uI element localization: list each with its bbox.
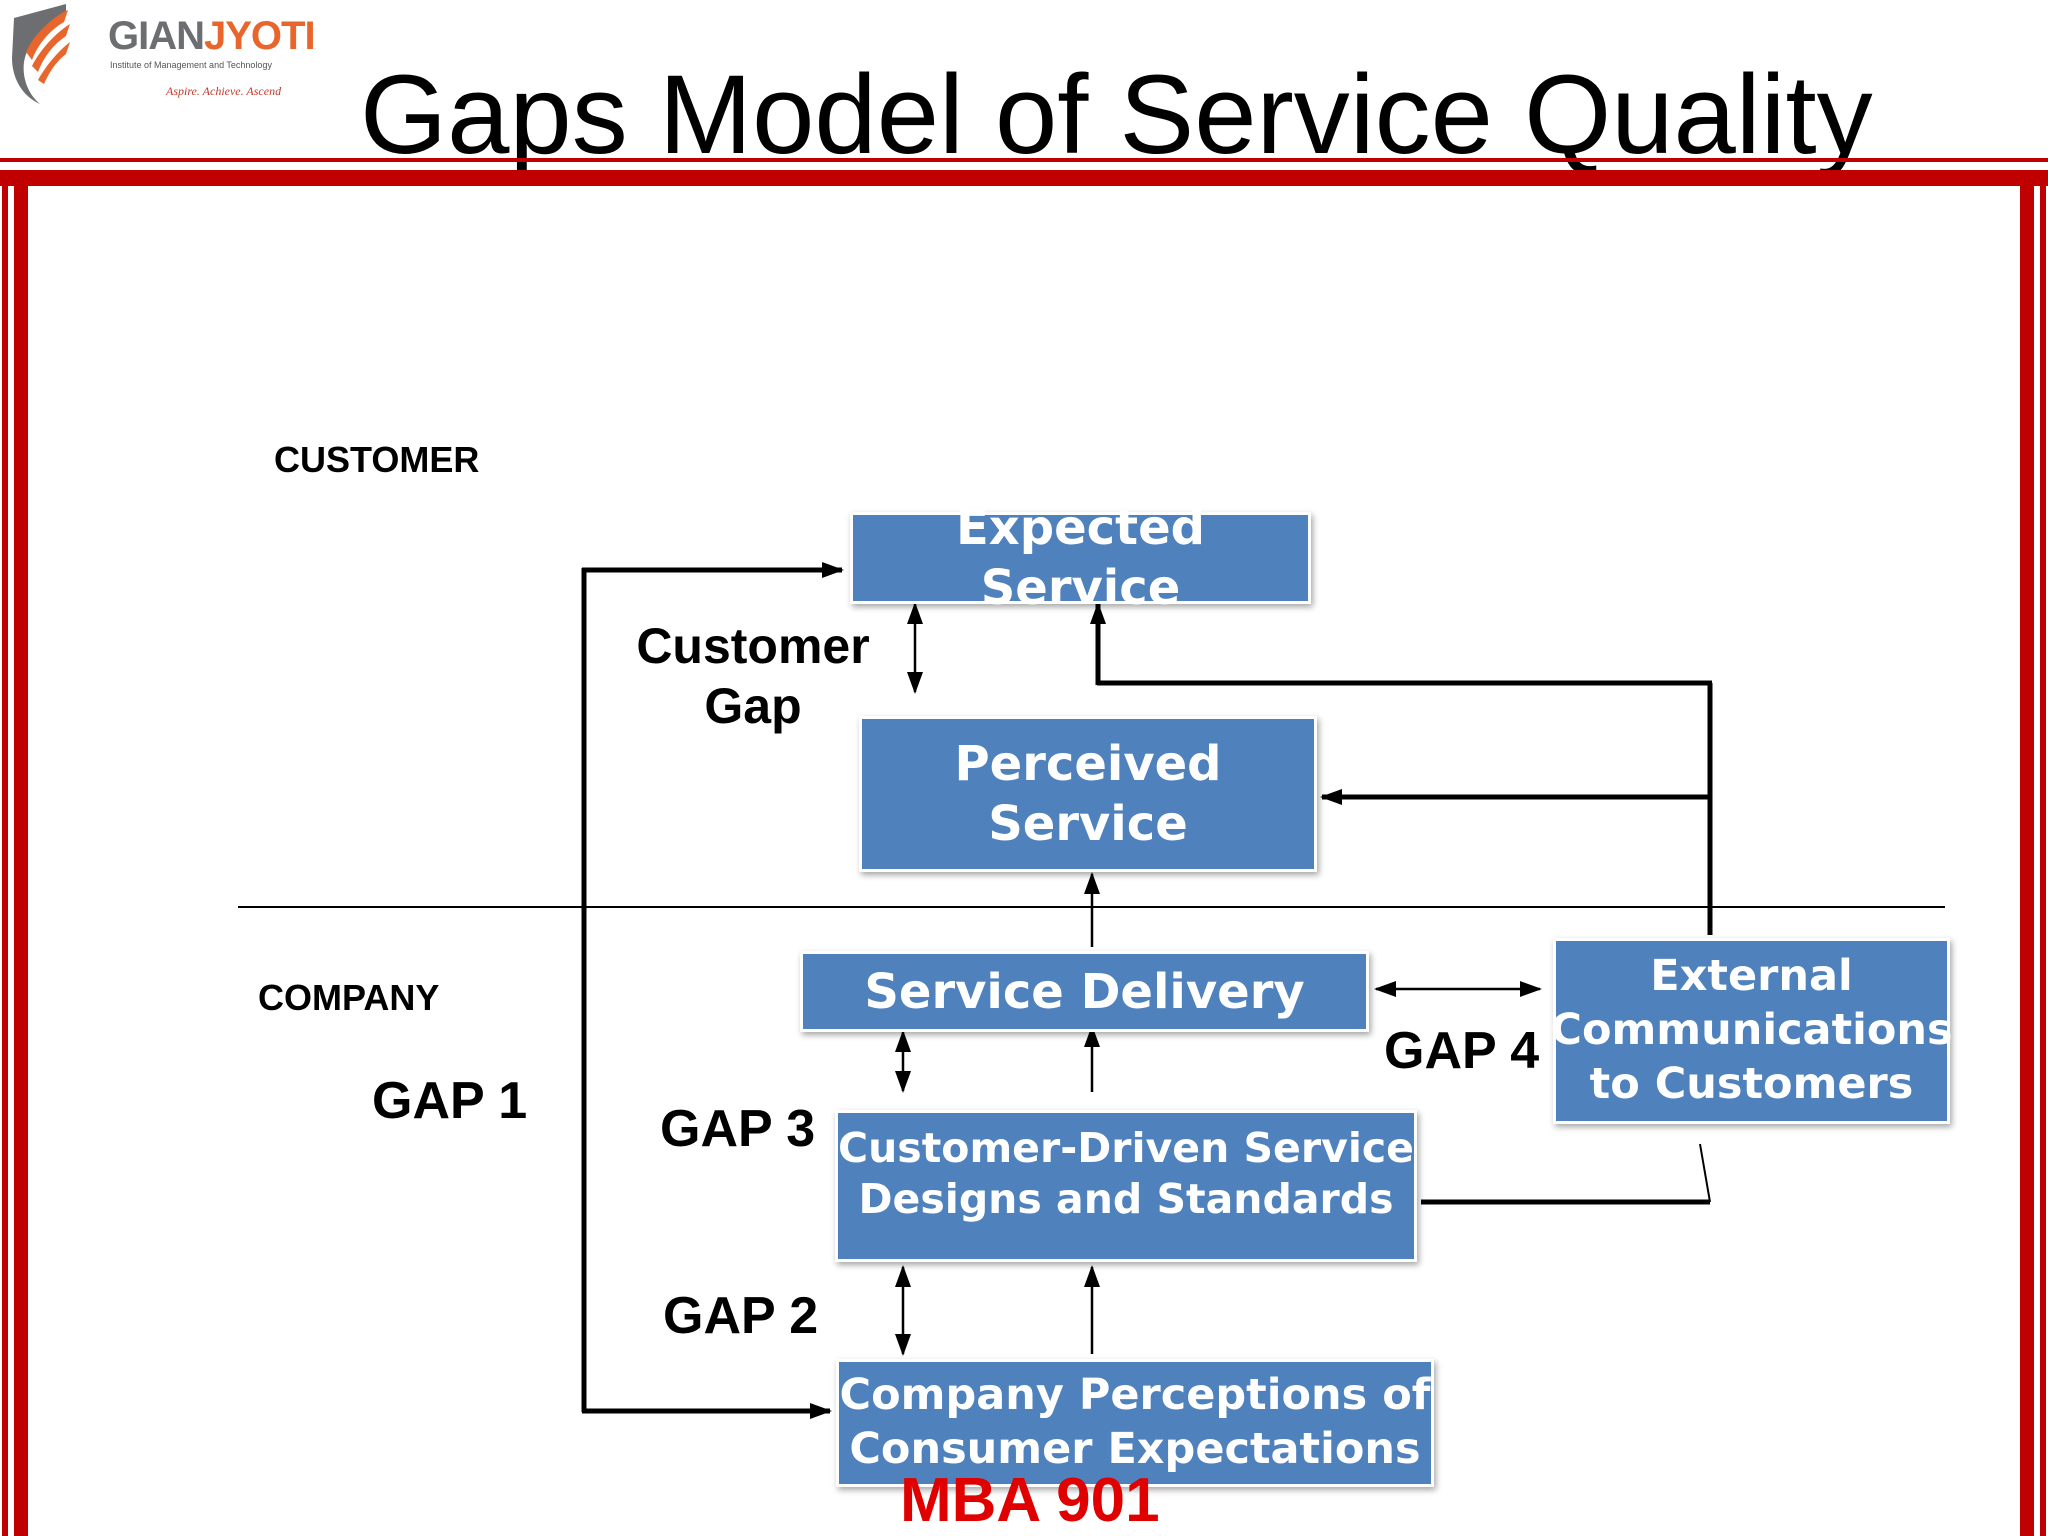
shield-icon xyxy=(12,4,70,104)
frame-left-bar-thick xyxy=(14,186,28,1536)
gap2-label: GAP 2 xyxy=(663,1287,819,1345)
frame-top-bar-thin xyxy=(0,158,2048,162)
perceived-service-box: Perceived Service xyxy=(859,716,1317,872)
slide-title: Gaps Model of Service Quality xyxy=(360,52,1873,177)
customer-zone-label: CUSTOMER xyxy=(274,439,480,480)
logo-subtitle: Institute of Management and Technology xyxy=(110,60,272,70)
service-delivery-box: Service Delivery xyxy=(800,951,1369,1032)
external-communications-box: External Communications to Customers xyxy=(1550,938,1953,1124)
logo-wordmark: GIANJYOTI xyxy=(108,14,316,58)
gap3-label: GAP 3 xyxy=(660,1100,816,1158)
designs-to-ext-comm-tick xyxy=(1699,1143,1711,1203)
customer-gap-label: Customer Gap xyxy=(636,618,870,734)
company-perceptions-box: Company Perceptions of Consumer Expectat… xyxy=(836,1359,1434,1487)
company-zone-label: COMPANY xyxy=(258,977,440,1018)
gianjyoti-logo: GIANJYOTI Institute of Management and Te… xyxy=(6,0,336,110)
gap4-label: GAP 4 xyxy=(1384,1022,1540,1080)
logo-word-left: GIAN xyxy=(108,14,205,58)
course-code-footer: MBA 901 xyxy=(900,1466,1160,1535)
gap1-label: GAP 1 xyxy=(372,1072,528,1130)
frame-right-bar-thick xyxy=(2020,186,2034,1536)
designs-standards-box: Customer-Driven Service Designs and Stan… xyxy=(835,1110,1417,1262)
expected-service-box: Expected Service xyxy=(850,500,1311,616)
frame-right-bar-thin xyxy=(2040,186,2046,1536)
frame-top-bar-thick xyxy=(0,170,2048,186)
logo-word-right: JYOTI xyxy=(204,14,316,58)
logo-tagline: Aspire. Achieve. Ascend xyxy=(166,84,282,98)
frame-left-bar-thin xyxy=(2,186,8,1536)
